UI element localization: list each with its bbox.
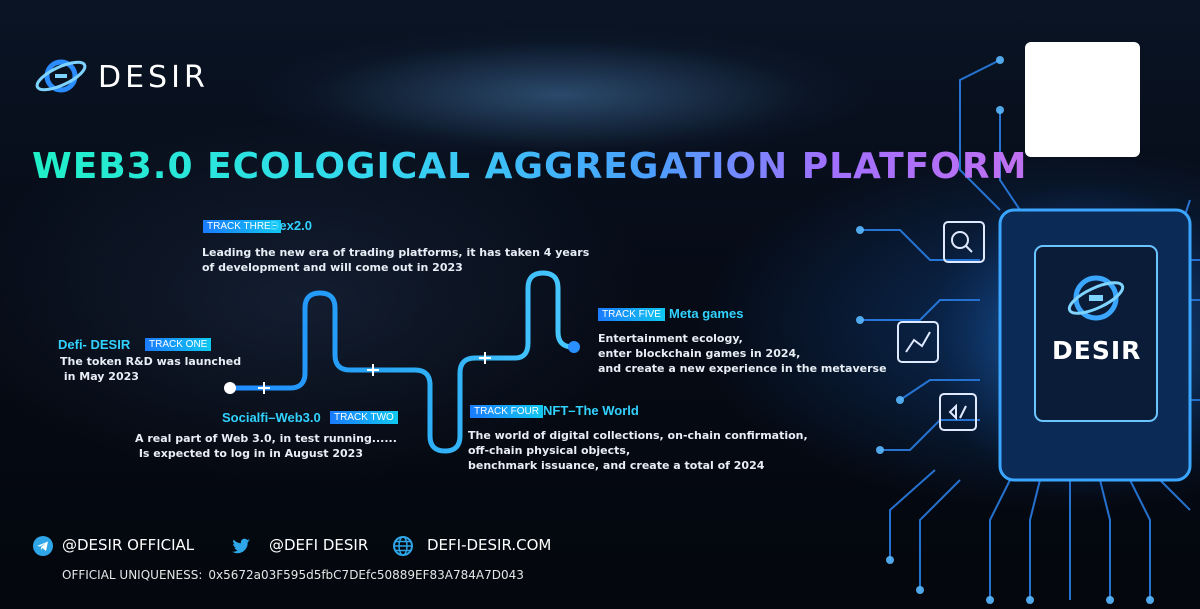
timeline-plus-markers xyxy=(258,352,491,394)
track-three-tag: TRACK THREE xyxy=(203,220,282,233)
track-two-tag: TRACK TWO xyxy=(330,411,398,424)
chip-logo-icon xyxy=(1067,275,1125,321)
official-address-label: OFFICIAL UNIQUENESS: xyxy=(62,568,203,582)
twitter-icon[interactable] xyxy=(230,535,252,557)
track-five-tag: TRACK FIVE xyxy=(598,308,665,321)
track-one-name: Defi- DESIR xyxy=(58,337,131,352)
website-link[interactable]: DEFI-DESIR.COM xyxy=(427,536,552,554)
telegram-handle[interactable]: @DESIR OFFICIAL xyxy=(62,536,195,554)
brand-name: DESIR xyxy=(98,60,209,95)
track-two-desc: A real part of Web 3.0, in test running.… xyxy=(135,432,397,460)
timeline-start-dot xyxy=(224,382,236,394)
globe-icon[interactable] xyxy=(392,535,414,557)
chip-inner xyxy=(1034,245,1158,422)
track-three-name: Dex2.0 xyxy=(270,218,312,233)
track-one-tag: TRACK ONE xyxy=(145,338,212,351)
track-three-desc: Leading the new era of trading platforms… xyxy=(202,246,590,274)
headline: WEB3.0 ECOLOGICAL AGGREGATION PLATFORM xyxy=(32,146,1028,187)
track-four-desc: The world of digital collections, on-cha… xyxy=(468,429,808,472)
timeline-end-dot xyxy=(568,341,580,353)
telegram-icon[interactable] xyxy=(32,535,54,557)
desir-logo-icon xyxy=(35,59,87,93)
track-five-desc: Entertainment ecology, enter blockchain … xyxy=(598,332,887,375)
track-four-tag: TRACK FOUR xyxy=(470,405,543,418)
qr-code[interactable] xyxy=(1025,42,1140,157)
track-two-name: Socialfi–Web3.0 xyxy=(222,410,321,425)
chip-label: DESIR xyxy=(1052,336,1142,365)
twitter-handle[interactable]: @DEFI DESIR xyxy=(269,536,369,554)
timeline-path xyxy=(227,270,576,454)
track-five-name: Meta games xyxy=(669,306,744,321)
official-address: OFFICIAL UNIQUENESS: 0x5672a03F595d5fbC7D… xyxy=(62,568,524,582)
track-four-name: NFT–The World xyxy=(543,403,639,418)
official-address-value[interactable]: 0x5672a03F595d5fbC7DEfc50889EF83A784A7D0… xyxy=(208,568,524,582)
track-one-desc: The token R&D was launched in May 2023 xyxy=(60,355,242,383)
